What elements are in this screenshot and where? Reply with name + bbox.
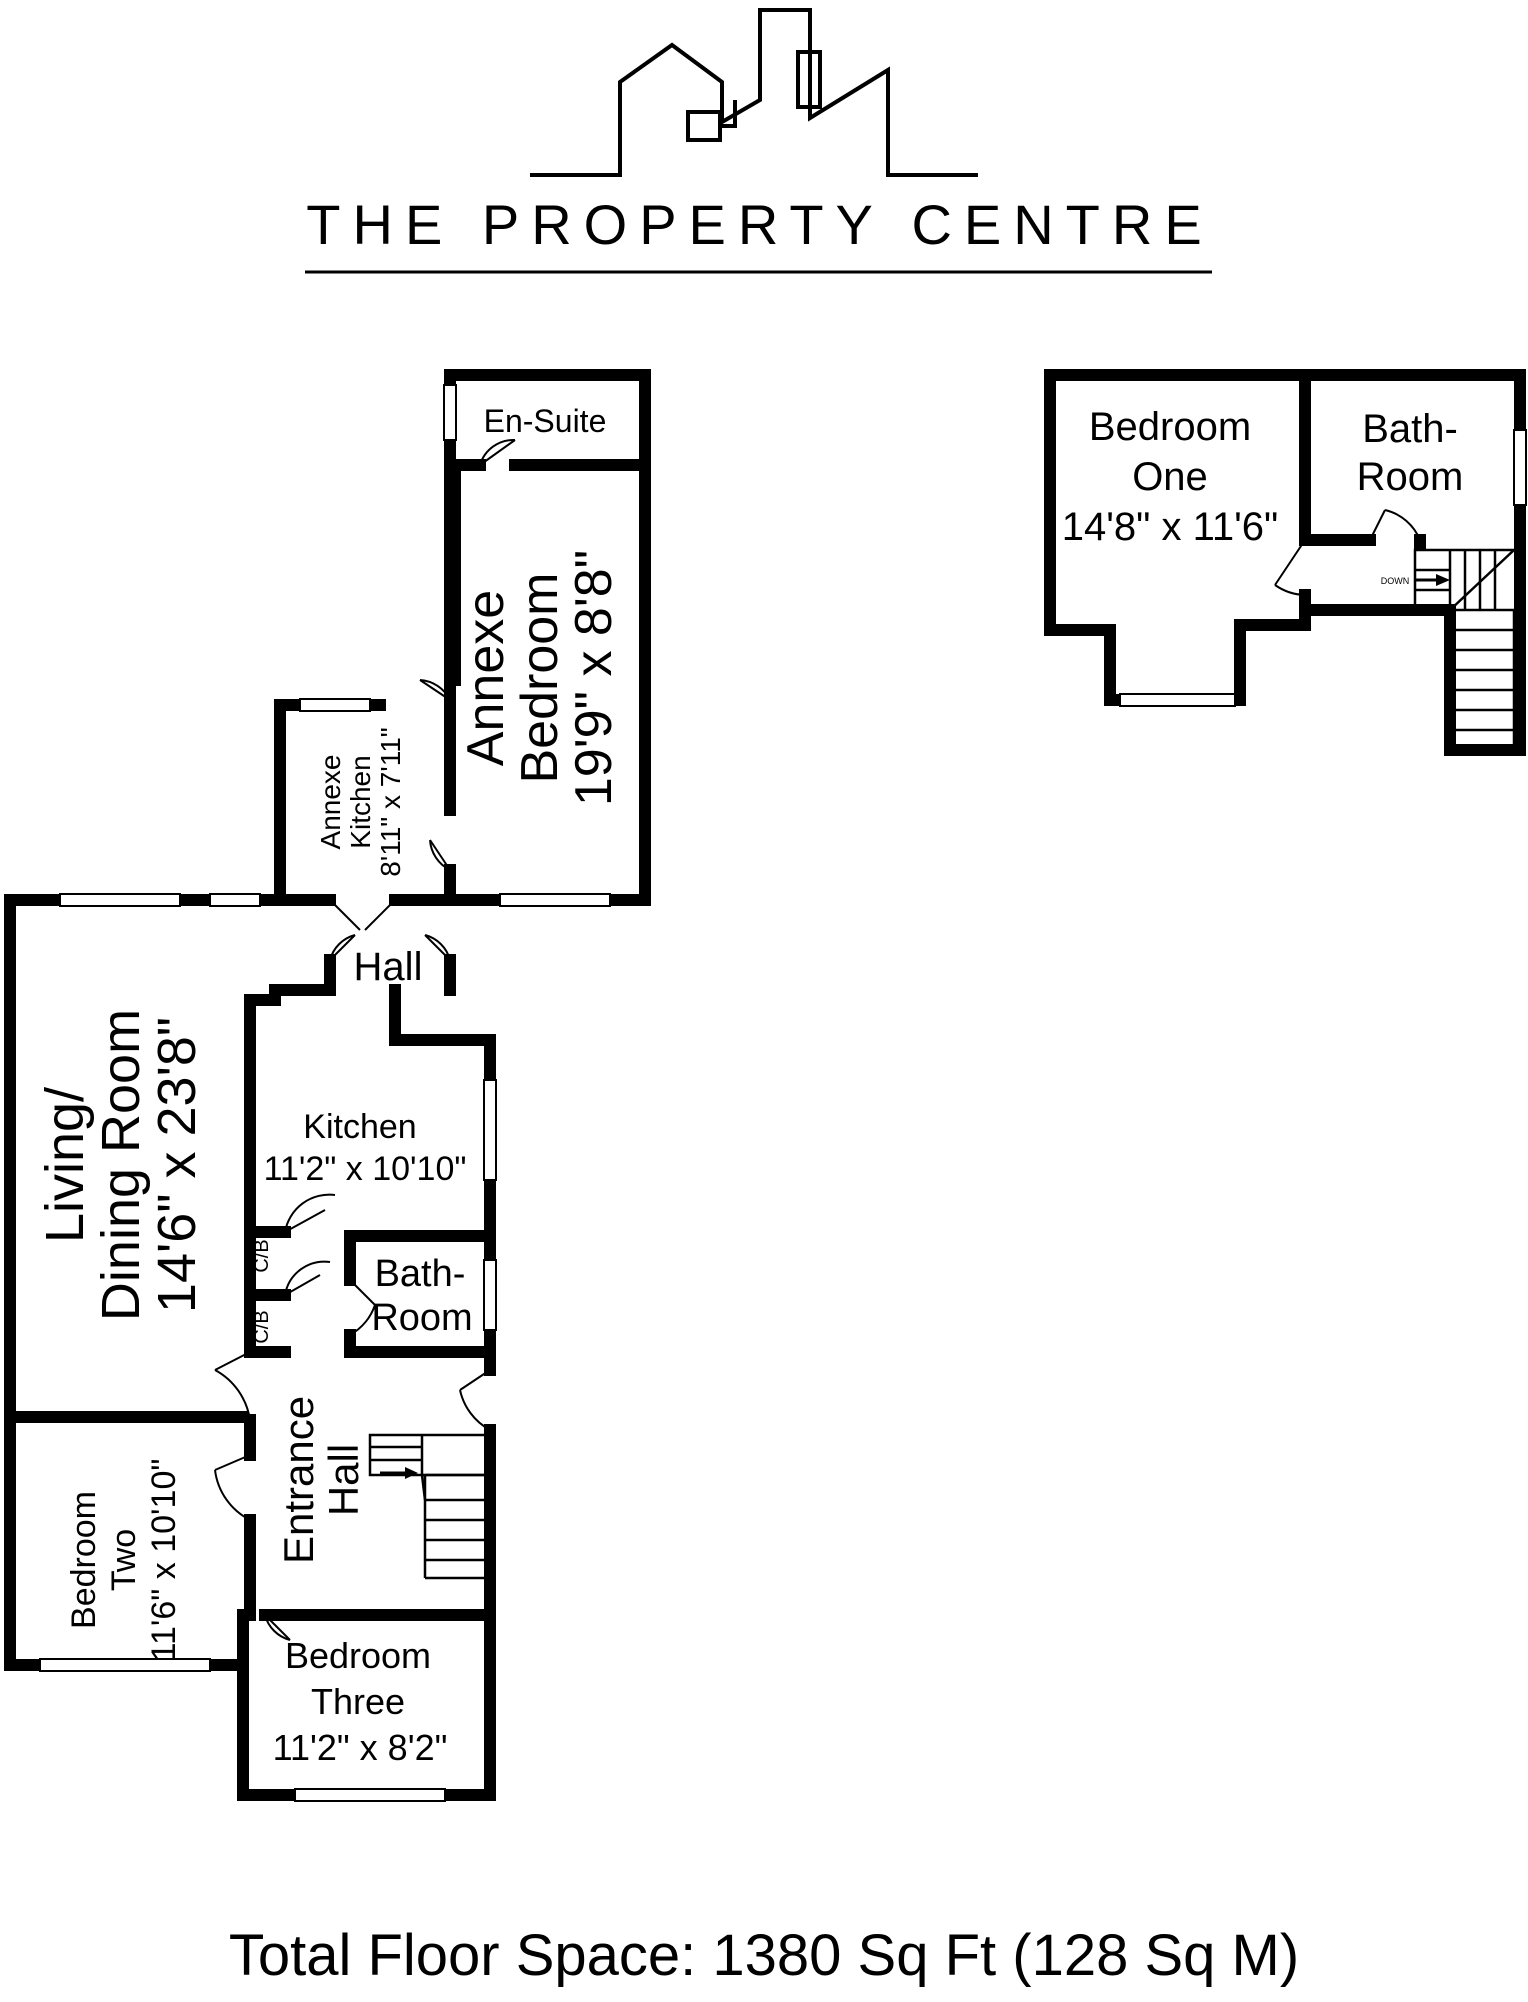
bedroom-one-name1: Bedroom bbox=[1089, 405, 1251, 449]
first-floor-windows bbox=[1119, 429, 1527, 707]
annexe-kitchen-name2: Kitchen bbox=[345, 755, 376, 848]
entrance-hall-name1: Entrance bbox=[275, 1396, 322, 1564]
cb-upper-text: C/B bbox=[251, 1239, 273, 1272]
first-floor-stairs bbox=[1413, 548, 1522, 745]
first-floor-doors bbox=[1274, 509, 1421, 596]
ground-floor-doors bbox=[214, 438, 516, 1641]
annexe-bedroom-name1: Annexe bbox=[457, 590, 515, 766]
annexe-bedroom-name2: Bedroom bbox=[511, 573, 569, 784]
annexe-bedroom-label: Annexe Bedroom 19'9" x 8'8" bbox=[457, 550, 623, 806]
annexe-bedroom-size: 19'9" x 8'8" bbox=[565, 550, 623, 806]
ground-floor-windows bbox=[39, 384, 611, 1802]
bathroom-first-name1: Bath- bbox=[1362, 407, 1458, 451]
bathroom-ground-name2: Room bbox=[371, 1297, 472, 1339]
entrance-hall-label: Entrance Hall bbox=[275, 1396, 367, 1564]
brand-logo bbox=[305, 8, 1212, 274]
bathroom-first-name2: Room bbox=[1357, 455, 1464, 499]
stairs-down-label: DOWN bbox=[1381, 576, 1410, 586]
living-dining-name2: Dining Room bbox=[91, 1009, 151, 1321]
cb-lower-text: C/B bbox=[251, 1310, 273, 1343]
ground-floor-walls bbox=[4, 369, 651, 1801]
living-dining-label: Living/ Dining Room 14'6" x 23'8" bbox=[35, 1009, 207, 1321]
bedroom-three-name2: Three bbox=[311, 1681, 405, 1722]
bedroom-one-name2: One bbox=[1132, 455, 1208, 499]
entrance-hall-name2: Hall bbox=[320, 1444, 367, 1516]
first-floor-walls bbox=[1044, 369, 1526, 756]
kitchen-size: 11'2" x 10'10" bbox=[264, 1150, 467, 1188]
bathroom-ground-name1: Bath- bbox=[375, 1253, 466, 1295]
total-floor-space: Total Floor Space: 1380 Sq Ft (128 Sq M) bbox=[229, 1923, 1299, 1988]
bedroom-three-size: 11'2" x 8'2" bbox=[273, 1727, 448, 1768]
bedroom-three-name1: Bedroom bbox=[285, 1635, 431, 1676]
annexe-kitchen-size: 8'11" x 7'11" bbox=[375, 727, 406, 876]
bedroom-two-label: Bedroom Two 11'6" x 10'10" bbox=[65, 1459, 183, 1662]
living-dining-name1: Living/ bbox=[35, 1087, 95, 1243]
bedroom-two-name2: Two bbox=[105, 1529, 143, 1591]
bedroom-two-size: 11'6" x 10'10" bbox=[145, 1459, 183, 1662]
bedroom-two-name1: Bedroom bbox=[65, 1491, 103, 1629]
hall-label: Hall bbox=[354, 945, 423, 989]
en-suite-label: En-Suite bbox=[484, 403, 607, 439]
annexe-kitchen-label: Annexe Kitchen 8'11" x 7'11" bbox=[315, 727, 406, 876]
cb-lower-label: C/B bbox=[251, 1310, 273, 1343]
kitchen-name: Kitchen bbox=[303, 1108, 416, 1146]
ground-floor-stairs bbox=[368, 1433, 490, 1580]
cb-upper-label: C/B bbox=[251, 1239, 273, 1272]
brand-name: THE PROPERTY CENTRE bbox=[306, 193, 1213, 256]
bedroom-one-size: 14'8" x 11'6" bbox=[1062, 505, 1278, 549]
annexe-kitchen-name1: Annexe bbox=[315, 755, 346, 850]
living-dining-size: 14'6" x 23'8" bbox=[147, 1017, 207, 1313]
